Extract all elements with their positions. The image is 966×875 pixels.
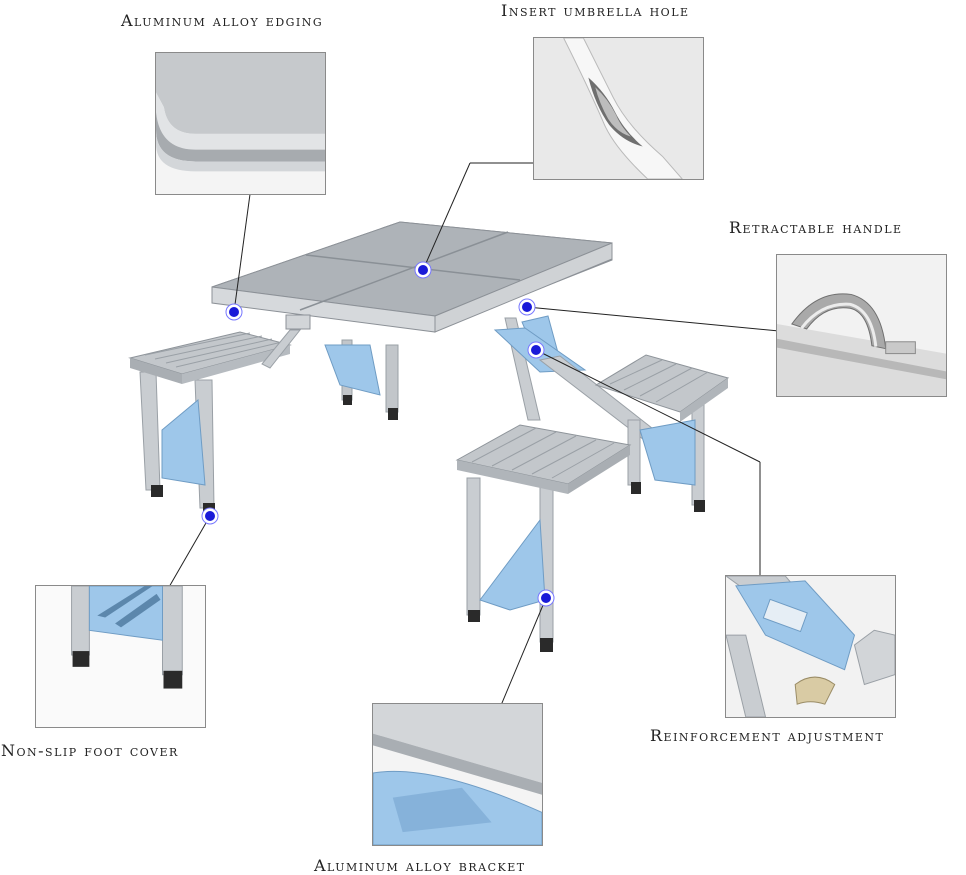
marker-reinforcement <box>527 341 545 359</box>
table-top <box>211 221 613 333</box>
marker-edging <box>225 303 243 321</box>
table-back-legs <box>324 339 399 420</box>
callout-markers <box>201 261 555 607</box>
label-retractable-handle: Retractable handle <box>729 218 903 237</box>
label-insert-umbrella-hole: Insert umbrella hole <box>501 1 690 20</box>
reinforcement-detail-photo <box>725 575 896 718</box>
marker-umbrella-hole <box>414 261 432 279</box>
right-back-seat <box>594 354 730 512</box>
label-reinforcement-adjustment: Reinforcement adjustment <box>650 726 885 745</box>
edging-detail-photo <box>155 52 326 195</box>
right-front-seat <box>455 424 632 652</box>
bracket-detail-photo <box>372 703 543 846</box>
marker-foot-cover <box>201 507 219 525</box>
label-non-slip-foot-cover: Non-slip foot cover <box>1 741 179 760</box>
left-seat <box>128 331 292 516</box>
marker-handle <box>518 298 536 316</box>
foot-cover-detail-photo <box>35 585 206 728</box>
handle-detail-photo <box>776 254 947 397</box>
marker-bracket <box>537 589 555 607</box>
umbrella-hole-detail-photo <box>533 37 704 180</box>
label-aluminum-alloy-edging: Aluminum alloy edging <box>121 11 324 30</box>
label-aluminum-alloy-bracket: Aluminum alloy bracket <box>314 856 526 875</box>
